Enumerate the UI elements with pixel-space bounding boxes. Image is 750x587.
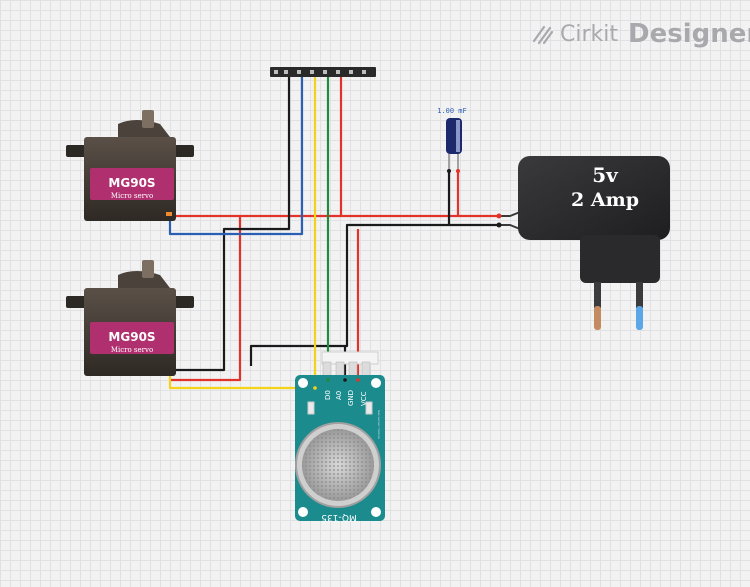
pin-header[interactable] bbox=[270, 67, 376, 77]
adapter-current: 2 Amp bbox=[571, 189, 639, 211]
wire-black-adapter-ground[interactable] bbox=[249, 223, 500, 366]
gas-sensor-module[interactable]: D0 A0 GND VCC MQ-135 Gas sensor module bbox=[295, 351, 385, 522]
capacitor-value: 1.00 mF bbox=[437, 107, 467, 115]
power-adapter[interactable]: 5v 2 Amp bbox=[496, 156, 671, 330]
servo-motor-top[interactable]: MG90S Micro servo bbox=[66, 110, 194, 221]
signal-led bbox=[365, 401, 373, 415]
pin-label-a0: A0 bbox=[335, 391, 343, 400]
servo-bottom-model: MG90S bbox=[108, 330, 155, 344]
adapter-voltage: 5v bbox=[592, 163, 619, 187]
servo-top-model: MG90S bbox=[108, 176, 155, 190]
cirkit-logo-icon bbox=[532, 25, 554, 45]
wire-red-servo-bottom[interactable] bbox=[170, 216, 242, 382]
pin-label-d0: D0 bbox=[324, 390, 332, 400]
wire-black-header-ground[interactable] bbox=[170, 72, 291, 372]
pin-label-gnd: GND bbox=[347, 390, 355, 406]
servo-bottom-subtitle: Micro servo bbox=[111, 346, 153, 354]
power-led bbox=[307, 401, 315, 415]
electrolytic-capacitor[interactable]: 1.00 mF bbox=[437, 107, 467, 173]
cirkit-designer-logo: Cirkit Designer bbox=[530, 18, 750, 50]
wires bbox=[168, 72, 500, 390]
wire-blue-servo-top-signal[interactable] bbox=[168, 72, 304, 236]
brand-prefix: Cirkit bbox=[560, 21, 618, 47]
servo-top-subtitle: Micro servo bbox=[111, 192, 153, 200]
brand-suffix: Designer bbox=[628, 19, 750, 49]
sensor-name: MQ-135 bbox=[321, 512, 357, 522]
pin-label-vcc: VCC bbox=[360, 391, 368, 406]
sensor-fine-print: Gas sensor module bbox=[377, 410, 381, 439]
servo-motor-bottom[interactable]: MG90S Micro servo bbox=[66, 260, 194, 376]
wire-yellow-d0[interactable] bbox=[168, 72, 317, 390]
